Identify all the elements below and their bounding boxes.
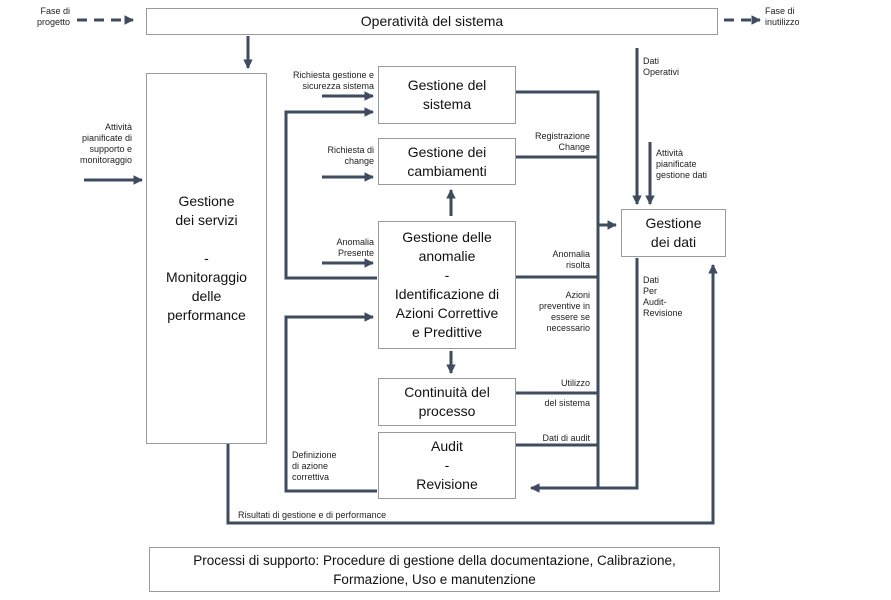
anomalia-risolta-label: Anomalia risolta — [552, 249, 590, 270]
richiesta-change-label: Richiesta di change — [327, 145, 374, 166]
fase-inutilizzo-label: Fase di inutilizzo — [765, 6, 800, 27]
servizi-box: Gestione dei servizi - Monitoraggio dell… — [146, 73, 267, 444]
anomalie-label: Gestione delle anomalie - Identificazion… — [394, 229, 500, 340]
continuita-label: Continuità del processo — [404, 384, 490, 419]
arrow-risultati-loop — [226, 264, 718, 525]
risultati-label: Risultati di gestione e di performance — [238, 510, 387, 520]
registrazione-change-label: Registrazione Change — [534, 131, 590, 152]
arrow-dati-audit — [530, 258, 639, 493]
dati-box: Gestione dei dati — [621, 209, 726, 257]
sistema-label: Gestione del sistema — [407, 77, 487, 112]
cambiamenti-label: Gestione dei cambiamenti — [407, 143, 487, 179]
dati-label: Gestione dei dati — [645, 215, 702, 250]
dati-audit-revisione-label: Dati Per Audit- Revisione — [643, 275, 683, 318]
arrow-definizione-loop — [284, 312, 377, 493]
cambiamenti-box: Gestione dei cambiamenti — [378, 138, 516, 185]
richiesta-gestione-label: Richiesta gestione e sicurezza sistema — [292, 70, 374, 91]
utilizzo-label: Utilizzo — [560, 378, 590, 388]
audit-label: Audit - Revisione — [416, 438, 478, 492]
del-sistema-label: del sistema — [544, 398, 590, 408]
dati-operativi-label: Dati Operativi — [643, 56, 680, 77]
supporto-label: Processi di supporto: Procedure di gesti… — [193, 552, 676, 587]
line-sistema-collector — [516, 90, 600, 488]
operativita-label: Operatività del sistema — [360, 13, 504, 29]
continuita-box: Continuità del processo — [378, 378, 516, 426]
dati-di-audit-label: Dati di audit — [542, 433, 590, 443]
attivita-dati-label: Attività pianificate gestione dati — [656, 148, 708, 180]
definizione-label: Definizione di azione correttiva — [292, 450, 337, 482]
servizi-label: Gestione dei servizi - Monitoraggio dell… — [166, 193, 247, 323]
anomalia-presente-label: Anomalia Presente — [336, 237, 374, 258]
audit-box: Audit - Revisione — [378, 432, 516, 499]
azioni-preventive-label: Azioni preventive in essere se necessari… — [538, 290, 590, 333]
supporto-box: Processi di supporto: Procedure di gesti… — [149, 547, 720, 592]
arrow-loop-sistema — [284, 107, 377, 280]
anomalie-box: Gestione delle anomalie - Identificazion… — [378, 221, 516, 349]
sistema-box: Gestione del sistema — [378, 66, 516, 124]
fase-progetto-label: Fase di progetto — [36, 6, 70, 27]
attivita-supporto-label: Attività pianificate di supporto e monit… — [79, 122, 132, 165]
operativita-box: Operatività del sistema — [146, 8, 718, 35]
